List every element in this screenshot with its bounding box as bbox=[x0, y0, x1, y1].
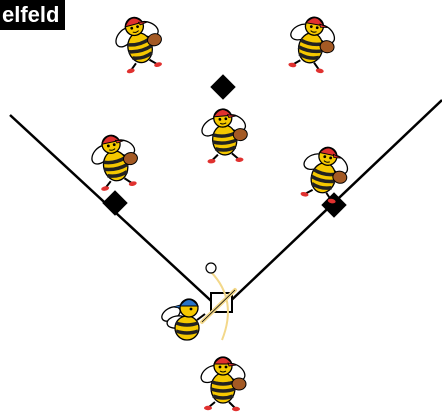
batter bbox=[159, 299, 205, 340]
second-baseman bbox=[197, 107, 252, 165]
third-baseman bbox=[85, 130, 145, 193]
page-title: elfeld bbox=[0, 0, 65, 30]
second-base bbox=[210, 74, 235, 99]
first-base bbox=[321, 192, 346, 217]
third-base bbox=[102, 190, 127, 215]
batter-group bbox=[159, 263, 235, 340]
baseball bbox=[206, 263, 216, 273]
left-fielder bbox=[108, 11, 170, 76]
right-fielder bbox=[282, 13, 341, 75]
first-baseman bbox=[294, 142, 354, 205]
catcher bbox=[198, 357, 248, 411]
